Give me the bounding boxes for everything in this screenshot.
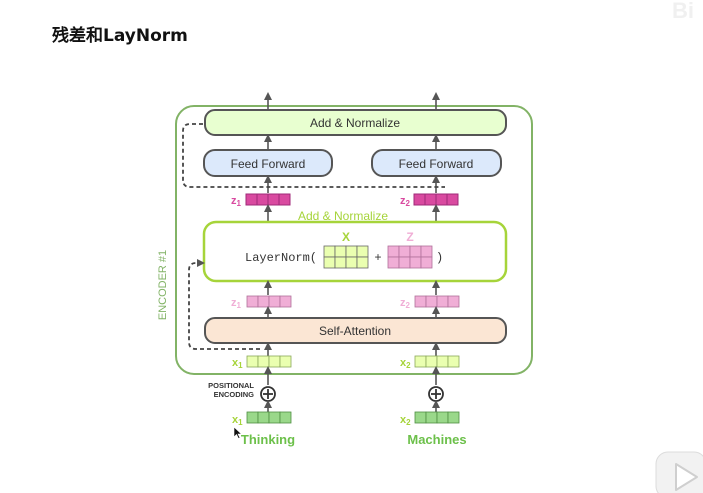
word-machines: Machines	[407, 432, 466, 447]
z2-top-label: z2	[400, 195, 411, 208]
plus-circle-2-icon	[428, 386, 444, 402]
z2-top-vector	[413, 193, 459, 206]
layernorm-z-matrix	[387, 245, 433, 269]
positional-line2: ENCODING	[214, 390, 255, 399]
plus-circle-1-icon	[260, 386, 276, 402]
add-normalize-top-label: Add & Normalize	[310, 116, 400, 130]
z2-mid-vector	[414, 295, 460, 308]
self-attention-box	[204, 317, 507, 344]
z1-mid-vector	[246, 295, 292, 308]
residual-path-bottom	[188, 259, 260, 350]
self-attention-label: Self-Attention	[319, 324, 391, 338]
positional-line1: POSITIONAL	[208, 381, 254, 390]
layernorm-prefix: LayerNorm(	[245, 251, 317, 265]
feed-forward-1-label: Feed Forward	[231, 157, 306, 171]
x1-emb-vector	[246, 411, 292, 424]
x1-emb-label: x1	[232, 414, 243, 427]
layernorm-x-matrix	[323, 245, 369, 269]
layernorm-suffix: )	[436, 251, 443, 265]
mouse-cursor-icon	[233, 426, 243, 439]
add-normalize-mid-label: Add & Normalize	[298, 209, 388, 223]
x2-emb-vector	[414, 411, 460, 424]
z1-top-vector	[245, 193, 291, 206]
encoder-box	[175, 105, 533, 375]
slide-title: 残差和LayNorm	[52, 26, 188, 46]
play-button-icon[interactable]	[655, 451, 703, 493]
add-normalize-top-box	[204, 109, 507, 136]
watermark-logo: Bi	[672, 0, 694, 23]
z2-mid-label: z2	[400, 297, 411, 310]
layernorm-x-label: X	[342, 230, 350, 244]
z1-top-label: z1	[231, 195, 242, 208]
x2-in-label: x2	[400, 357, 411, 370]
feed-forward-2-label: Feed Forward	[399, 157, 474, 171]
word-thinking: Thinking	[241, 432, 295, 447]
x1-in-label: x1	[232, 357, 243, 370]
layernorm-plus: +	[374, 250, 381, 264]
layernorm-z-label: Z	[406, 230, 413, 244]
z1-mid-label: z1	[231, 297, 242, 310]
x1-in-vector	[246, 355, 292, 368]
x2-in-vector	[414, 355, 460, 368]
x2-emb-label: x2	[400, 414, 411, 427]
residual-path-top	[182, 123, 445, 188]
encoder-label: ENCODER #1	[157, 250, 169, 320]
